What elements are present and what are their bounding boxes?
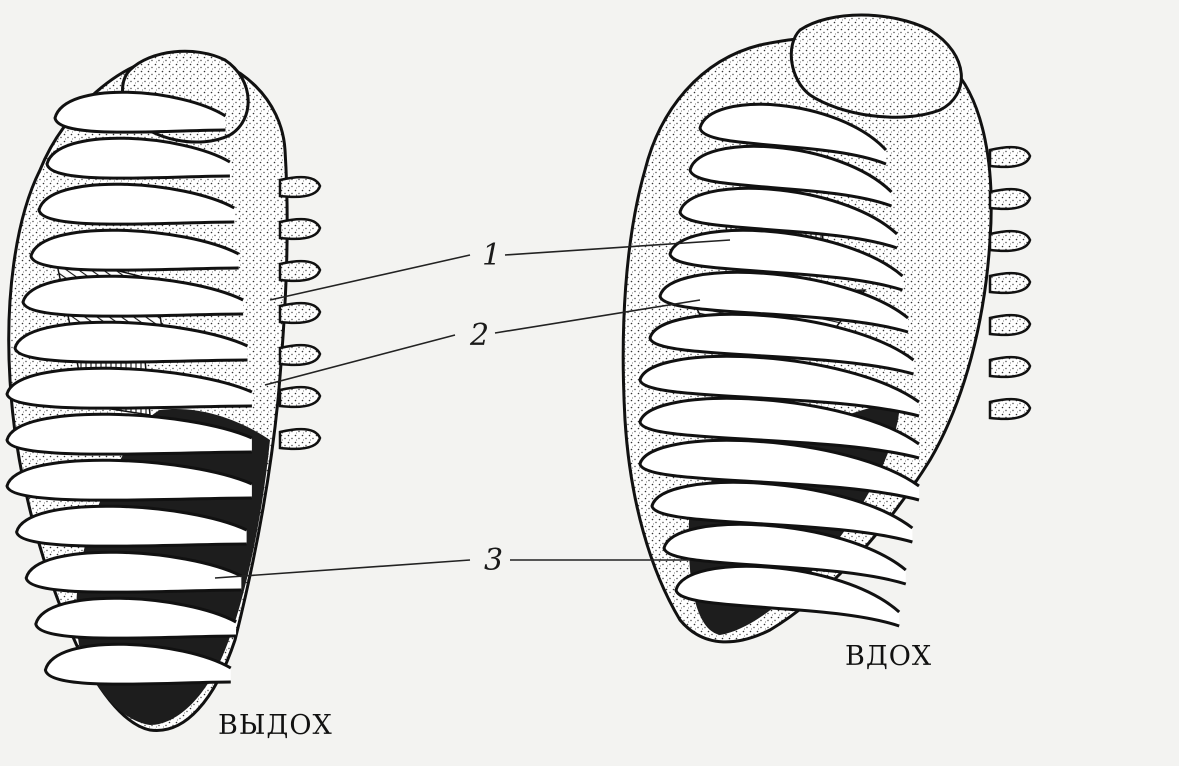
right-vertebra [988,187,1032,211]
leader-1-right [504,239,731,256]
left-rib [5,458,253,502]
right-spine [988,145,1032,421]
label-3: 3 [484,543,503,578]
left-rib [21,274,244,318]
left-rib [43,642,232,686]
left-vertebra [278,343,322,367]
right-rib [678,186,899,250]
left-rib [5,412,253,456]
leader-3-left [214,559,471,579]
left-rib [24,550,243,594]
right-ribs [638,102,920,628]
caption-inhale: ВДОХ [845,641,932,672]
leader-2-right [494,299,701,334]
thorax-inhale [621,13,1032,644]
right-rib [648,312,915,376]
right-apex [789,13,963,119]
right-rib [698,102,888,166]
left-vertebra [278,301,322,325]
right-rib [658,270,909,334]
right-rib [638,438,920,502]
right-rib [638,396,920,460]
right-rib [668,228,904,292]
left-rib [15,504,248,548]
left-rib [45,136,231,180]
left-vertebra [278,427,322,451]
label-2: 2 [469,318,489,353]
left-rib [34,596,237,640]
right-vertebra [988,229,1032,253]
right-rib [650,480,914,544]
label-1: 1 [482,238,501,273]
right-rib [674,564,901,628]
right-vertebra [988,145,1032,169]
left-rib [37,182,236,226]
left-rib [29,228,240,272]
leader-2-left [264,334,456,386]
left-spine [278,175,322,451]
left-ribs [5,90,253,686]
right-rib [688,144,893,208]
left-vertebra [278,175,322,199]
left-rib [53,90,227,134]
leader-lines [214,239,731,579]
right-vertebra [988,355,1032,379]
right-vertebra [988,271,1032,295]
left-vertebra [278,385,322,409]
left-vertebra [278,217,322,241]
right-vertebra [988,397,1032,421]
left-vertebra [278,259,322,283]
right-rib [638,354,920,418]
caption-exhale: ВЫДОХ [218,710,333,741]
right-rib [662,522,907,586]
left-rib [5,366,253,410]
left-rib [13,320,249,364]
right-vertebra [988,313,1032,337]
leader-1-left [269,254,471,301]
thorax-exhale [5,49,322,732]
